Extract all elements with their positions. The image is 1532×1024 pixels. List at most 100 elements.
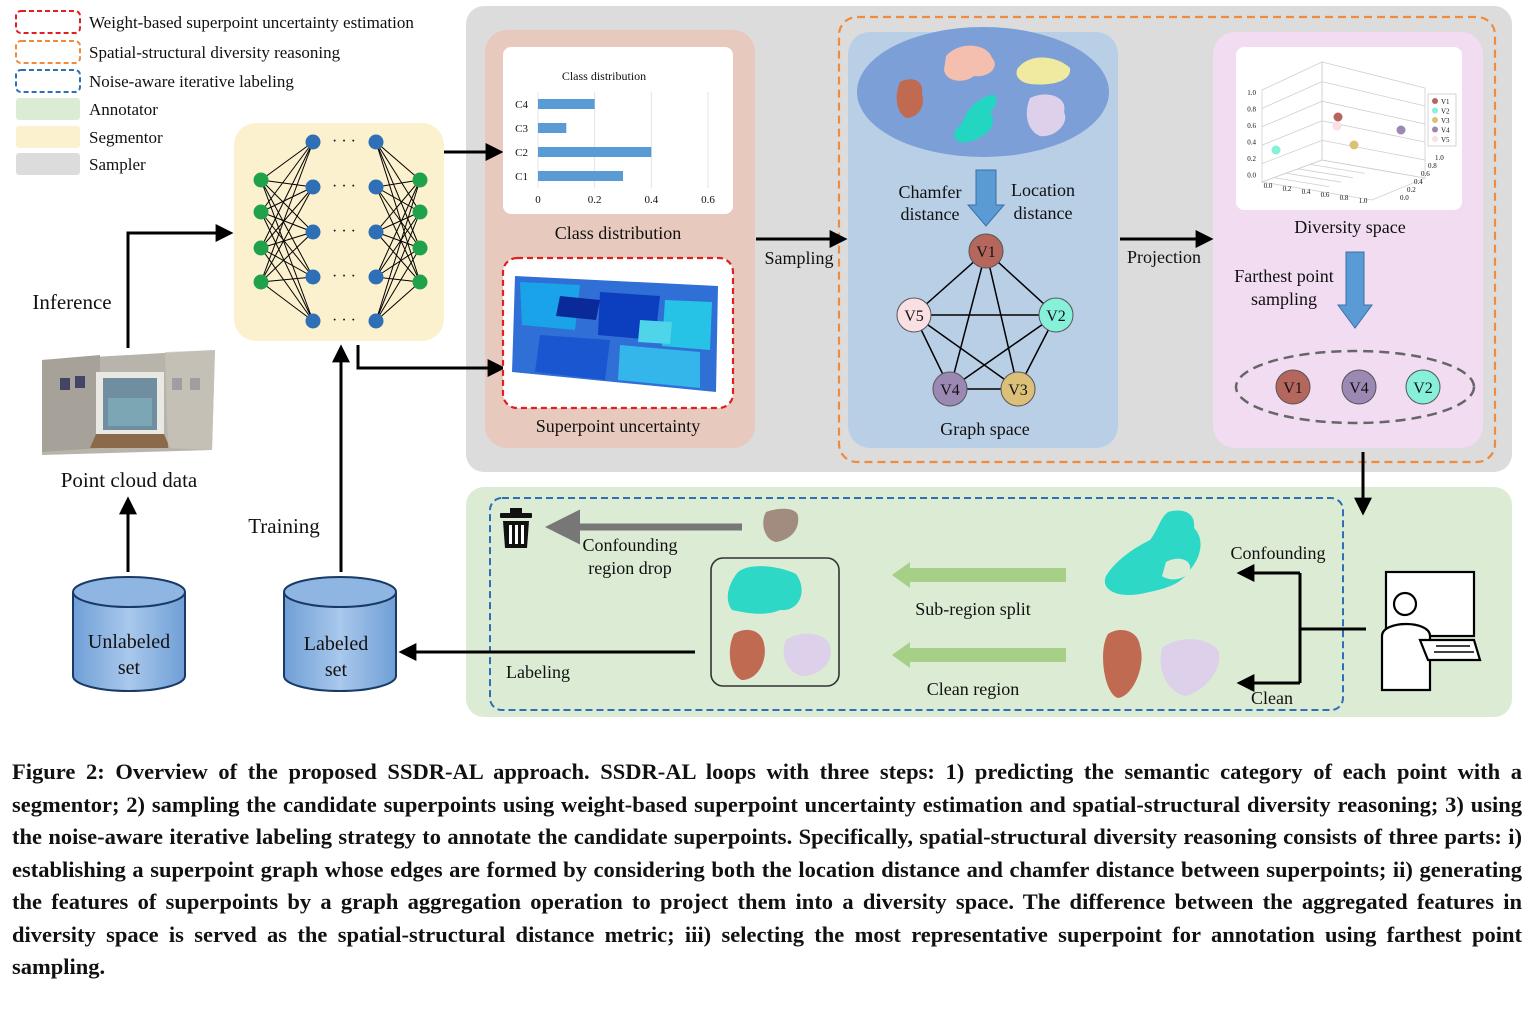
- chart-category-label: C1: [515, 171, 528, 183]
- nn-edge: [260, 186, 314, 283]
- graph-space-label: Graph space: [940, 419, 1029, 439]
- scatter3d-legend-marker: [1432, 98, 1438, 104]
- graph-node-label: V4: [940, 382, 960, 399]
- labeled-label-2: set: [325, 659, 348, 681]
- graph-node-label: V5: [904, 308, 924, 325]
- nn-hidden-node: [305, 269, 321, 285]
- graph-node-label: V3: [1008, 382, 1028, 399]
- chart-bar: [538, 99, 595, 109]
- nn-edge: [375, 211, 421, 278]
- nn-output-node: [412, 172, 428, 188]
- nn-edge: [260, 276, 314, 283]
- annotator-panel: [466, 487, 1512, 717]
- legend-sampler: Sampler: [89, 155, 146, 174]
- scatter3d-xtick: 1.0: [1359, 197, 1368, 205]
- sampling-label: Sampling: [764, 248, 833, 268]
- nn-ellipsis: · · ·: [332, 133, 356, 150]
- scatter3d-ztick: 0.0: [1247, 172, 1256, 180]
- labeling-label: Labeling: [506, 662, 570, 682]
- legend-noise: Noise-aware iterative labeling: [89, 72, 294, 91]
- scatter3d-xtick: 0.6: [1321, 191, 1330, 199]
- nn-edge: [260, 231, 314, 283]
- labeled-label-1: Labeled: [304, 633, 368, 655]
- nn-edge: [375, 186, 421, 213]
- selected-node-v1: [1275, 369, 1311, 405]
- nn-edge: [375, 231, 421, 249]
- subregion-split-label: Sub-region split: [915, 599, 1031, 619]
- scatter3d-legend-label: V1: [1441, 98, 1450, 106]
- neural-network: · · ·· · ·· · ·· · ·· · ·: [253, 133, 428, 329]
- nn-edge: [375, 141, 421, 213]
- scatter3d-floor: [1260, 159, 1427, 201]
- superpoint-blobs: [896, 45, 1071, 143]
- graph-node-v5: [896, 297, 932, 333]
- scatter3d-grid: [1321, 81, 1426, 107]
- nn-edge: [260, 141, 314, 213]
- nn-output-node: [412, 240, 428, 256]
- projection-label: Projection: [1127, 247, 1201, 267]
- clean-purple-blob: [1160, 639, 1220, 696]
- scatter3d-ytick: 0.8: [1428, 162, 1437, 170]
- nn-hidden-node: [368, 313, 384, 329]
- nn-edge: [375, 211, 421, 233]
- scatter3d-xtick: 0.8: [1340, 194, 1349, 202]
- legend-swatch-uncertainty: [15, 10, 81, 34]
- clean-brown-blob: [1103, 630, 1142, 698]
- pipeline-diagram: Weight-based superpoint uncertainty esti…: [15, 6, 1512, 717]
- scatter3d-xtick: 0.2: [1283, 185, 1292, 193]
- legend-uncertainty: Weight-based superpoint uncertainty esti…: [89, 13, 414, 32]
- class-chart-title: Class distribution: [562, 69, 646, 83]
- legend-diversity: Spatial-structural diversity reasoning: [89, 43, 341, 62]
- chart-xtick: 0.4: [644, 194, 658, 206]
- nn-edge: [375, 247, 421, 322]
- scatter3d-grid: [1321, 100, 1426, 125]
- scatter3d-legend-label: V2: [1441, 108, 1450, 116]
- graph-node-v1: [968, 233, 1004, 269]
- labeled-set-cylinder: [283, 576, 397, 692]
- nn-hidden-node: [368, 224, 384, 240]
- nn-output-node: [412, 274, 428, 290]
- scatter3d-grid: [1261, 81, 1323, 109]
- scatter3d-ytick: 0.2: [1407, 186, 1416, 194]
- selected-node-label: V1: [1283, 380, 1303, 397]
- chart-bar: [538, 123, 567, 133]
- point-cloud-image: [42, 350, 215, 455]
- confounding-region-hole: [1162, 558, 1191, 580]
- legend-swatch-noise: [15, 69, 81, 93]
- graph-node-v2: [1038, 297, 1074, 333]
- graph-node-label: V2: [1046, 308, 1066, 325]
- chart-category-label: C2: [515, 147, 528, 159]
- legend-swatch-diversity: [15, 40, 81, 64]
- selected-ellipse: [1234, 349, 1476, 425]
- scatter3d-legend-marker: [1432, 136, 1438, 142]
- nn-edge: [375, 141, 421, 283]
- nn-edge: [260, 141, 314, 249]
- nn-hidden-node: [368, 269, 384, 285]
- nn-ellipsis: · · ·: [332, 268, 356, 285]
- trash-icon: [500, 508, 532, 548]
- nn-edge: [375, 231, 421, 283]
- scatter3d-grid: [1309, 164, 1366, 174]
- location-label-2: distance: [1014, 203, 1073, 223]
- fps-label-2: sampling: [1251, 289, 1317, 309]
- scatter3d-ztick: 0.4: [1247, 139, 1256, 147]
- clean-label: Clean: [1251, 688, 1293, 708]
- scatter3d-point-v3: [1349, 140, 1359, 150]
- superpoint-uncertainty-label: Superpoint uncertainty: [536, 416, 700, 436]
- unlabeled-set-cylinder: [72, 576, 186, 692]
- nn-edge: [375, 186, 421, 249]
- nn-edge: [260, 186, 314, 213]
- nn-edge: [260, 247, 314, 278]
- unlabeled-label-1: Unlabeled: [88, 631, 170, 653]
- nn-input-node: [253, 204, 269, 220]
- nn-input-node: [253, 240, 269, 256]
- scatter3d-legend-marker: [1432, 126, 1438, 133]
- nn-ellipsis: · · ·: [332, 178, 356, 195]
- unlabeled-label-2: set: [118, 657, 141, 679]
- nn-edge: [260, 141, 314, 181]
- nn-hidden-node: [368, 134, 384, 150]
- clean-region-label: Clean region: [927, 679, 1019, 699]
- training-label: Training: [248, 514, 320, 538]
